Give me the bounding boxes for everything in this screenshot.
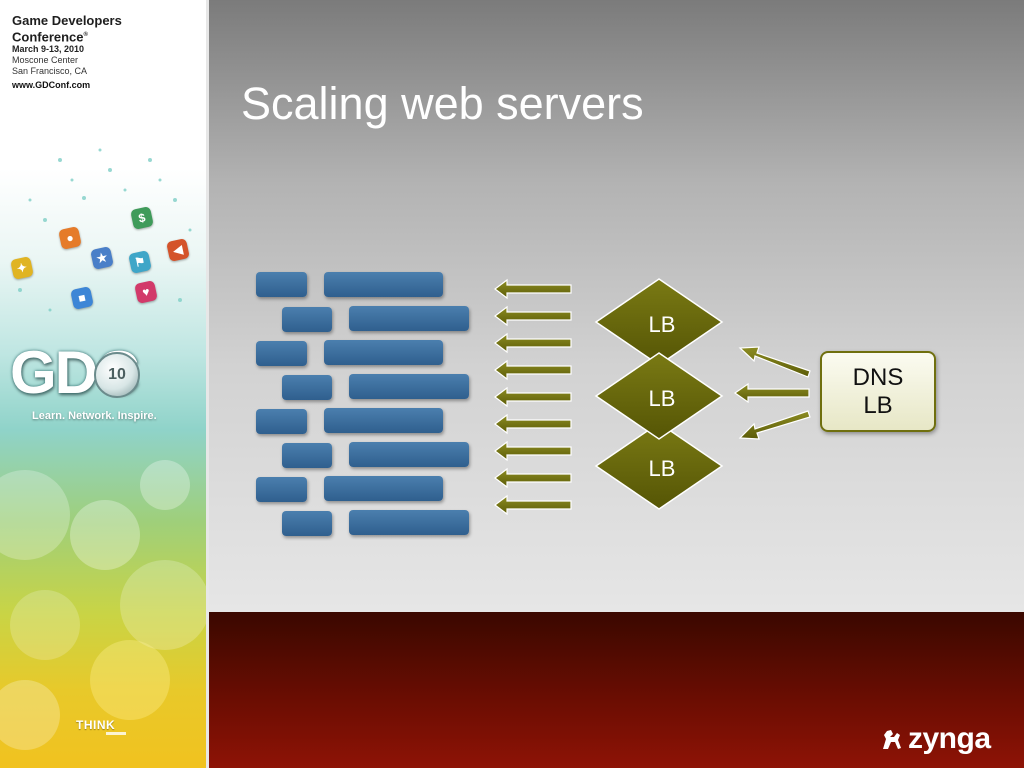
zynga-dog-icon	[883, 730, 901, 749]
arrow-left	[494, 386, 572, 408]
web-server	[349, 442, 469, 467]
sidebar: Game Developers Conference® March 9-13, …	[0, 0, 208, 768]
gdc-logo: GDC 10	[10, 338, 200, 408]
web-server	[324, 408, 443, 433]
lb-label-1: LB	[649, 312, 676, 337]
web-server	[349, 374, 469, 399]
gdc-tagline: Learn. Network. Inspire.	[32, 410, 157, 422]
dns-lb-box: DNS LB	[820, 351, 936, 432]
dns-label-line2: LB	[863, 392, 893, 419]
web-server	[256, 409, 307, 434]
dns-arrows	[733, 346, 811, 440]
decor-bubble	[90, 640, 170, 720]
arrow-dns-to-lb-1	[738, 346, 811, 378]
lb-label-2: LB	[649, 386, 676, 411]
server-arrows	[494, 278, 572, 516]
web-server	[324, 476, 443, 501]
dns-label-line1: DNS	[852, 364, 904, 391]
web-server	[282, 511, 332, 536]
web-server	[282, 375, 332, 400]
conference-info: Game Developers Conference® March 9-13, …	[12, 14, 122, 91]
decor-bubble	[140, 460, 190, 510]
conference-name-line2: Conference®	[12, 29, 88, 45]
lb-diamonds: LB LB LB	[594, 278, 724, 510]
web-server	[349, 306, 469, 331]
web-server	[256, 341, 307, 366]
arrow-dns-to-lb-2	[733, 382, 810, 404]
decor-bubble	[70, 500, 140, 570]
think-logo-underline	[106, 732, 126, 735]
web-server	[256, 272, 307, 297]
conference-dates: March 9-13, 2010	[12, 44, 85, 55]
think-logo-text: THINK	[76, 718, 116, 732]
arrow-left	[494, 413, 572, 435]
conference-name-line1: Game Developers	[12, 13, 122, 28]
conference-name-text: Conference	[12, 29, 84, 45]
web-server	[324, 340, 443, 365]
arrow-dns-to-lb-3	[738, 410, 811, 440]
arrow-left	[494, 467, 572, 489]
slide-title: Scaling web servers	[241, 78, 644, 129]
slide-content-area	[209, 0, 1024, 612]
conference-url: www.GDConf.com	[12, 80, 91, 91]
arrow-left	[494, 278, 572, 300]
web-server	[324, 272, 443, 297]
web-server	[349, 510, 469, 535]
decor-bubble	[0, 680, 60, 750]
sidebar-divider	[206, 0, 209, 768]
web-server	[256, 477, 307, 502]
decor-sparkles	[18, 148, 192, 312]
conference-city: San Francisco, CA	[12, 66, 88, 77]
decor-bubble	[120, 560, 208, 650]
arrow-left	[494, 359, 572, 381]
think-services-logo: THINK	[76, 718, 134, 740]
web-server	[282, 307, 332, 332]
zynga-logo-text: zynga	[908, 722, 991, 755]
arrow-left	[494, 332, 572, 354]
conference-venue: Moscone Center	[12, 55, 79, 66]
arrow-left	[494, 494, 572, 516]
lb-diamond-3	[594, 422, 724, 510]
arrow-left	[494, 440, 572, 462]
lb-diamond-2	[594, 352, 724, 440]
lb-label-3: LB	[649, 456, 676, 481]
web-server	[282, 443, 332, 468]
arrow-left	[494, 305, 572, 327]
gdc-logo-number: 10	[94, 352, 140, 398]
decor-bubble	[10, 590, 80, 660]
zynga-logo: zynga	[882, 722, 991, 756]
decor-bubble	[0, 470, 70, 560]
